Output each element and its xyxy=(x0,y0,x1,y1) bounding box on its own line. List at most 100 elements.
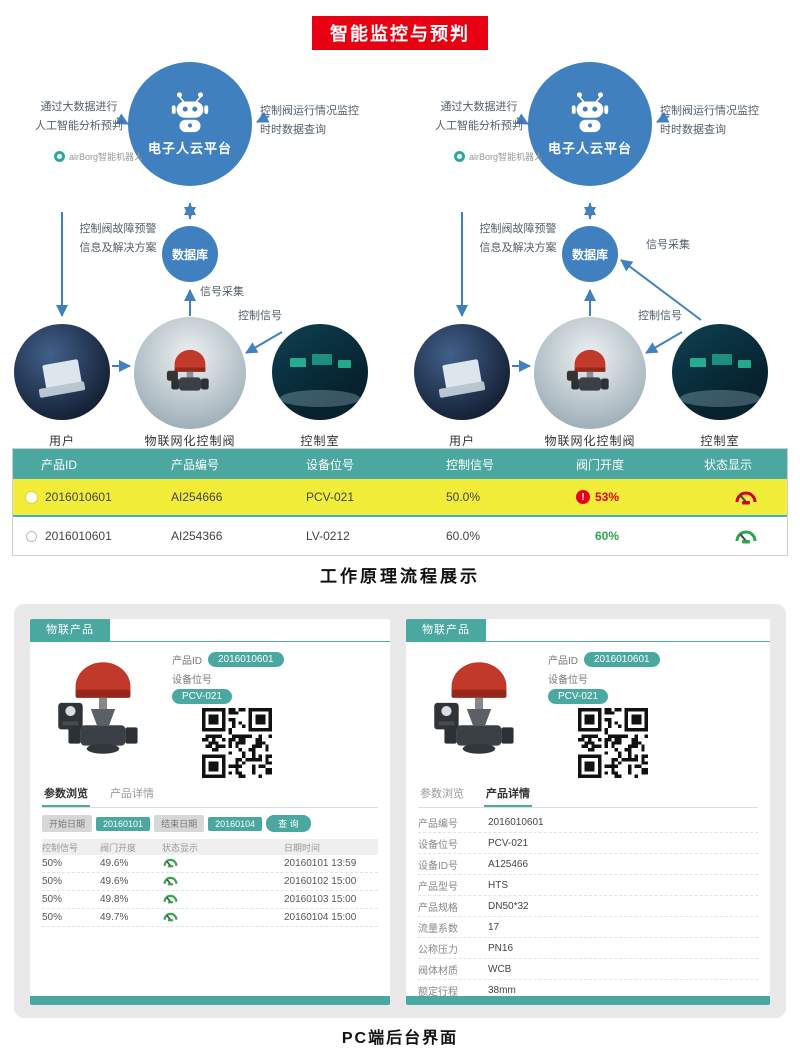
user-photo xyxy=(14,324,110,420)
mcell-datetime: 20160104 15:00 xyxy=(284,912,357,923)
tab-params[interactable]: 参数浏览 xyxy=(420,788,464,800)
panel-header: 物联产品 xyxy=(30,619,390,642)
product-id-label: 产品ID xyxy=(548,656,578,667)
monitor-screen-shape xyxy=(312,354,332,365)
flow-caption: 工作原理流程展示 xyxy=(320,567,480,586)
detail-label: 阀体材质 xyxy=(418,965,458,977)
robot-icon xyxy=(571,92,609,133)
signal-collect-label: 信号采集 xyxy=(646,239,690,251)
detail-label: 流量系数 xyxy=(418,923,458,935)
detail-value: 17 xyxy=(488,921,500,933)
cell-control-signal: 60.0% xyxy=(446,529,481,543)
detail-row: 流量系数 17 xyxy=(418,917,758,938)
airborg-text: airBorg智能机器人 xyxy=(469,152,544,162)
panel-tabs: 参数浏览 产品详情 xyxy=(42,782,378,808)
detail-label: 设备位号 xyxy=(418,839,458,851)
panel-body: 产品ID 2016010601 设备位号 PCV-021 参数浏览 产品详情 开… xyxy=(30,642,390,927)
pc-caption: PC端后台界面 xyxy=(341,1030,459,1047)
mcell-opening: 49.8% xyxy=(100,894,129,905)
valve-photo xyxy=(534,317,646,429)
desk-glow-shape xyxy=(280,390,360,407)
panel-header: 物联产品 xyxy=(406,619,770,642)
table-row[interactable]: 2016010601 AI254666 PCV-021 50.0% 53% xyxy=(13,479,787,517)
panel-footer-bar xyxy=(30,996,390,1005)
database-node: 数据库 xyxy=(162,226,218,282)
product-id-label: 产品ID xyxy=(172,656,202,667)
note-line: 时时数据查询 xyxy=(660,123,726,136)
status-ok-gauge-icon xyxy=(163,876,178,885)
note-monitor: 控制阀运行情况监控 时时数据查询 xyxy=(660,102,788,139)
panel-footer-bar xyxy=(406,996,770,1005)
table-row[interactable]: 2016010601 AI254366 LV-0212 60.0% 60% xyxy=(13,517,787,555)
room-node-label: 控制室 xyxy=(700,434,740,448)
alert-icon xyxy=(576,490,590,504)
detail-value: WCB xyxy=(488,963,512,975)
cell-control-signal: 50.0% xyxy=(446,490,481,504)
monitor-screen-shape xyxy=(712,354,732,365)
cell-product-id: 2016010601 xyxy=(13,529,171,543)
status-ok-gauge-icon xyxy=(163,894,178,903)
panel-body: 产品ID 2016010601 设备位号 PCV-021 参数浏览 产品详情 产… xyxy=(406,642,770,1005)
room-node-label: 控制室 xyxy=(300,434,340,448)
detail-label: 额定行程 xyxy=(418,986,458,998)
iot-panel-right: 物联产品 xyxy=(406,619,770,1005)
col-header-device-no: 设备位号 xyxy=(306,457,355,472)
mcell-status xyxy=(162,893,228,907)
note-monitor: 控制阀运行情况监控 时时数据查询 xyxy=(260,102,388,139)
cell-device-no: LV-0212 xyxy=(306,529,350,543)
note-warning: 控制阀故障预警 信息及解决方案 xyxy=(470,220,566,257)
cell-product-no: AI254666 xyxy=(171,490,223,504)
row-select-radio[interactable] xyxy=(26,530,37,542)
mcell-control: 50% xyxy=(42,912,63,923)
detail-value: DN50*32 xyxy=(488,900,529,912)
note-line: 信息及解决方案 xyxy=(79,241,157,254)
tab-details[interactable]: 产品详情 xyxy=(484,782,532,807)
product-image xyxy=(418,650,540,764)
end-date-input[interactable]: 20160104 xyxy=(208,816,263,831)
cell-status xyxy=(704,528,787,544)
mcell-control: 50% xyxy=(42,858,63,869)
qr-code xyxy=(202,708,272,778)
device-chip: PCV-021 xyxy=(172,689,233,704)
user-photo xyxy=(414,324,510,420)
opening-value: 60% xyxy=(595,529,620,543)
detail-row: 阀体材质 WCB xyxy=(418,959,758,980)
cloud-platform-node: 电子人云平台 xyxy=(128,62,252,186)
product-id-value: 2016010601 xyxy=(45,529,112,543)
valve-node-label: 物联网化控制阀 xyxy=(144,434,236,448)
note-line: 人工智能分析预判 xyxy=(35,119,123,132)
cloud-platform-label: 电子人云平台 xyxy=(547,141,632,156)
control-signal-label: 控制信号 xyxy=(238,310,282,322)
valve-product-image xyxy=(42,650,164,764)
tab-details[interactable]: 产品详情 xyxy=(110,788,154,800)
row-select-radio[interactable] xyxy=(26,491,37,503)
panel-tab-iot-product[interactable]: 物联产品 xyxy=(406,619,486,642)
detail-value: A125466 xyxy=(488,858,529,870)
start-date-label: 开始日期 xyxy=(42,815,93,832)
control-valve-icon xyxy=(566,349,609,391)
mcell-opening: 49.6% xyxy=(100,858,129,869)
search-button[interactable]: 查 询 xyxy=(266,815,311,832)
start-date-input[interactable]: 20160101 xyxy=(96,816,151,831)
opening-value: 53% xyxy=(595,490,620,504)
product-id-chip: 2016010601 xyxy=(584,652,660,667)
note-line: 控制阀运行情况监控 xyxy=(660,105,759,117)
control-room-photo xyxy=(272,324,368,420)
note-line: 控制阀故障预警 xyxy=(479,223,557,235)
device-label: 设备位号 xyxy=(172,675,212,686)
desk-glow-shape xyxy=(680,390,760,407)
mcol-datetime: 日期时间 xyxy=(284,842,321,853)
airborg-label: airBorg智能机器人 xyxy=(454,150,543,163)
mcell-datetime: 20160102 15:00 xyxy=(284,876,357,887)
airborg-robot-icon xyxy=(454,151,465,162)
database-node: 数据库 xyxy=(562,226,618,282)
tab-params[interactable]: 参数浏览 xyxy=(42,782,90,807)
detail-label: 产品规格 xyxy=(418,902,458,914)
panel-tab-iot-product[interactable]: 物联产品 xyxy=(30,619,110,642)
note-line: 控制阀运行情况监控 xyxy=(260,105,359,117)
monitor-screen-shape xyxy=(338,360,351,368)
iot-panel-left: 物联产品 xyxy=(30,619,390,1005)
detail-label: 产品型号 xyxy=(418,881,458,893)
